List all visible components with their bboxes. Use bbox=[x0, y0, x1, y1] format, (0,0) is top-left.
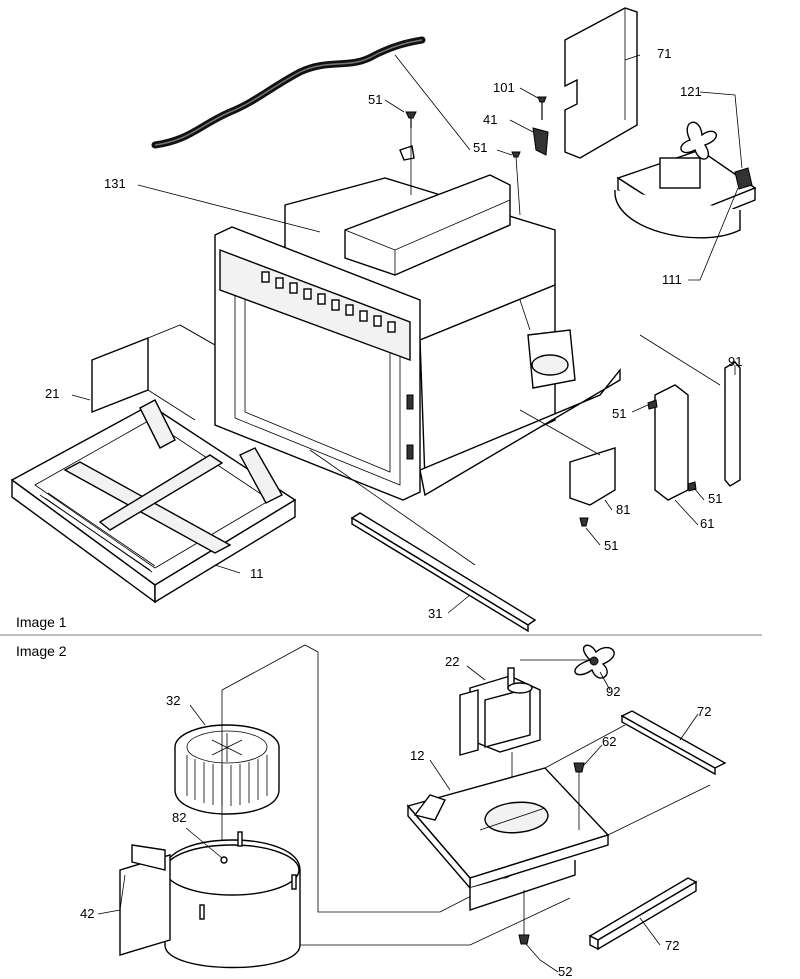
strip-91 bbox=[724, 361, 741, 487]
screw-51-right bbox=[647, 399, 658, 410]
label-12: 12 bbox=[410, 748, 424, 763]
screw-51-61 bbox=[687, 481, 697, 492]
waveguide-cover bbox=[91, 336, 149, 414]
label-51-right: 51 bbox=[612, 406, 626, 421]
label-71: 71 bbox=[657, 46, 671, 61]
base-plate bbox=[419, 368, 621, 497]
bracket-61 bbox=[654, 384, 689, 501]
fan-blade bbox=[680, 121, 717, 160]
label-22: 22 bbox=[445, 654, 459, 669]
blower-vanes bbox=[186, 755, 268, 806]
label-42: 42 bbox=[80, 906, 94, 921]
keypad-buttons bbox=[261, 271, 396, 333]
label-52: 52 bbox=[558, 964, 572, 979]
tray-x-rib-b bbox=[98, 454, 224, 531]
label-51-mid: 51 bbox=[473, 140, 487, 155]
screw-51-mid bbox=[511, 151, 521, 158]
strip-72-top bbox=[620, 710, 727, 769]
screw-52 bbox=[518, 934, 530, 945]
label-101: 101 bbox=[493, 80, 515, 95]
thermostat bbox=[734, 167, 753, 190]
screw-101 bbox=[537, 96, 547, 103]
label-121: 121 bbox=[680, 84, 702, 99]
label-72-top: 72 bbox=[697, 704, 711, 719]
blower-wheel-body bbox=[174, 747, 280, 815]
back-panel bbox=[564, 7, 638, 159]
label-21: 21 bbox=[45, 386, 59, 401]
label-61: 61 bbox=[700, 516, 714, 531]
label-72-bottom: 72 bbox=[665, 938, 679, 953]
label-91: 91 bbox=[728, 354, 742, 369]
label-32: 32 bbox=[166, 693, 180, 708]
label-92: 92 bbox=[606, 684, 620, 699]
image-2-panel: Image 2 bbox=[16, 643, 727, 979]
label-51-top: 51 bbox=[368, 92, 382, 107]
label-111: 111 bbox=[662, 272, 682, 287]
label-31: 31 bbox=[428, 606, 442, 621]
caption-image-2: Image 2 bbox=[16, 643, 67, 659]
image-1-panel: 51 101 71 41 121 51 131 111 21 91 51 51 … bbox=[10, 7, 757, 633]
caption-image-1: Image 1 bbox=[16, 614, 67, 630]
bracket-81 bbox=[569, 447, 616, 506]
control-box bbox=[344, 174, 511, 276]
label-131: 131 bbox=[104, 176, 126, 191]
label-51-61: 51 bbox=[708, 491, 722, 506]
label-11: 11 bbox=[250, 566, 264, 581]
screw-62 bbox=[573, 762, 585, 773]
strip-72-bottom bbox=[588, 877, 698, 941]
label-62: 62 bbox=[602, 734, 616, 749]
label-51-lower: 51 bbox=[604, 538, 618, 553]
bracket-41 bbox=[532, 127, 549, 156]
label-82: 82 bbox=[172, 810, 186, 825]
label-41: 41 bbox=[483, 112, 497, 127]
choke-strip bbox=[350, 512, 537, 626]
label-81: 81 bbox=[616, 502, 630, 517]
screw-51-top bbox=[405, 111, 417, 119]
screw-51-lower bbox=[579, 517, 589, 527]
